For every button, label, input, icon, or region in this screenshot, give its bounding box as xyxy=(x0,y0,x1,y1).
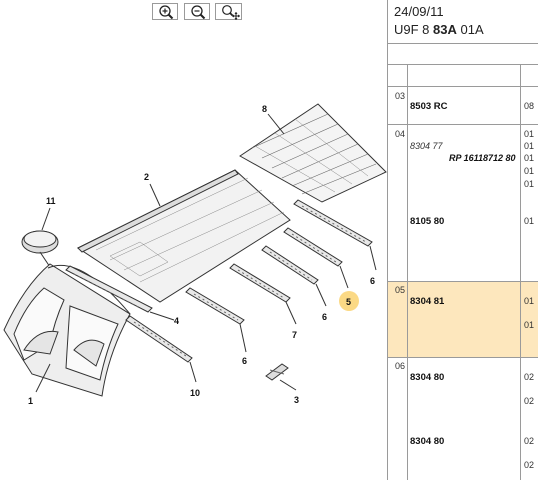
callout-7[interactable]: 7 xyxy=(292,330,297,340)
row-number: 06 xyxy=(395,361,406,371)
part-1-frame xyxy=(3,263,131,397)
part-reference[interactable]: 8304 80 xyxy=(410,372,445,383)
callout-5-highlighted[interactable]: 5 xyxy=(339,291,359,311)
quantity: 01 xyxy=(524,166,535,176)
code-suffix: 01A xyxy=(456,22,484,37)
part-7-rail xyxy=(229,263,291,303)
part-6-rail-b xyxy=(261,245,319,285)
part-2-roof-panel xyxy=(76,169,291,303)
part-5-rail xyxy=(283,227,343,267)
part-8-roof-panel xyxy=(239,103,387,203)
parts-list-panel: 24/09/11 U9F 8 83A 01A 03 8503 RC 08 04 … xyxy=(388,0,538,480)
callout-4[interactable]: 4 xyxy=(174,316,179,326)
quantity: 02 xyxy=(524,372,535,382)
quantity: 01 xyxy=(524,129,535,139)
roof-parts-diagram: 8 2 11 4 6 5 6 7 6 10 1 3 xyxy=(3,103,387,406)
callout-6a[interactable]: 6 xyxy=(242,356,247,366)
column-divider xyxy=(407,64,408,480)
column-divider xyxy=(520,64,521,480)
diagram-toolbar xyxy=(0,0,387,24)
magnifier-move-icon xyxy=(222,5,240,20)
callout-10[interactable]: 10 xyxy=(190,388,200,398)
quantity: 01 xyxy=(524,320,535,330)
divider xyxy=(388,64,538,65)
callout-11[interactable]: 11 xyxy=(46,196,56,206)
callout-6b[interactable]: 6 xyxy=(322,312,327,322)
row-number: 05 xyxy=(395,285,406,295)
zoom-in-button[interactable] xyxy=(152,3,178,20)
row-number: 03 xyxy=(395,91,406,101)
quantity: 01 xyxy=(524,296,535,306)
part-6-rail-a xyxy=(185,287,245,325)
divider xyxy=(388,124,538,125)
quantity: 01 xyxy=(524,153,535,163)
part-10-rail xyxy=(125,315,193,363)
quantity: 01 xyxy=(524,216,535,226)
code-prefix: U9F 8 xyxy=(394,22,434,37)
row-number: 04 xyxy=(395,129,406,139)
part-reference[interactable]: 8503 RC xyxy=(410,101,448,112)
part-11-cap xyxy=(21,230,59,254)
catalog-code: U9F 8 83A 01A xyxy=(394,22,484,37)
part-reference-italic[interactable]: 8304 77 xyxy=(410,141,443,151)
zoom-out-button[interactable] xyxy=(184,3,210,20)
callout-1[interactable]: 1 xyxy=(28,396,33,406)
part-reference[interactable]: 8304 81 xyxy=(410,296,445,307)
code-bold: 83A xyxy=(433,22,457,37)
quantity: 02 xyxy=(524,396,535,406)
quantity: 02 xyxy=(524,460,535,470)
replacement-reference[interactable]: RP 16118712 80 xyxy=(449,153,516,163)
divider xyxy=(388,357,538,358)
callout-8[interactable]: 8 xyxy=(262,104,267,114)
selected-row-highlight xyxy=(388,281,538,357)
quantity: 01 xyxy=(524,141,535,151)
quantity: 01 xyxy=(524,179,535,189)
callout-6c[interactable]: 6 xyxy=(370,276,375,286)
part-4-rail xyxy=(65,265,153,313)
divider xyxy=(388,86,538,87)
magnifier-minus-icon xyxy=(191,5,206,20)
pan-button[interactable] xyxy=(215,3,242,20)
part-3-bracket xyxy=(265,363,289,381)
catalog-date: 24/09/11 xyxy=(394,4,444,19)
quantity: 02 xyxy=(524,436,535,446)
exploded-view-panel: 8 2 11 4 6 5 6 7 6 10 1 3 xyxy=(0,0,388,480)
part-6-rail-c xyxy=(293,199,373,247)
callout-3[interactable]: 3 xyxy=(294,395,299,405)
magnifier-plus-icon xyxy=(159,5,174,20)
divider xyxy=(388,281,538,282)
divider xyxy=(388,43,538,44)
callout-2[interactable]: 2 xyxy=(144,172,149,182)
callout-5[interactable]: 5 xyxy=(346,297,351,307)
part-reference[interactable]: 8304 80 xyxy=(410,436,445,447)
part-reference[interactable]: 8105 80 xyxy=(410,216,445,227)
quantity: 08 xyxy=(524,101,535,111)
